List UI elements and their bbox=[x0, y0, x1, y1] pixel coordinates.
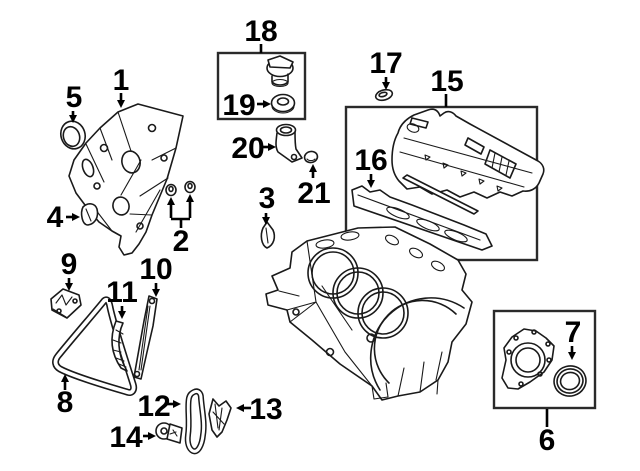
filler-neck-oring bbox=[303, 150, 319, 164]
chain-tensioner-lower bbox=[155, 422, 183, 444]
callout-label-14: 14 bbox=[109, 421, 143, 454]
oil-filler-neck bbox=[275, 123, 303, 163]
baffle-strip bbox=[402, 174, 479, 215]
callout-label-3: 3 bbox=[259, 182, 276, 215]
camshaft-seal bbox=[59, 120, 87, 150]
callout-labels: 1 2 3 4 5 6 7 8 9 10 11 12 13 14 15 16 1… bbox=[47, 15, 582, 457]
callout-label-19: 19 bbox=[222, 89, 255, 122]
callout-label-16: 16 bbox=[354, 144, 387, 177]
timing-chain bbox=[52, 296, 138, 396]
crankshaft-rear-seal bbox=[553, 365, 587, 397]
secondary-chain bbox=[184, 388, 207, 455]
valve-cover-gasket bbox=[351, 185, 493, 251]
callout-label-11: 11 bbox=[106, 276, 138, 309]
callout-label-20: 20 bbox=[231, 132, 264, 165]
chain-guide-long bbox=[133, 295, 158, 380]
callout-label-15: 15 bbox=[430, 65, 463, 98]
rear-seal-retainer bbox=[501, 328, 555, 390]
chain-guide-small bbox=[208, 398, 232, 438]
callout-leaders bbox=[61, 44, 576, 440]
callout-label-17: 17 bbox=[369, 47, 402, 80]
oil-filler-cap bbox=[266, 55, 294, 88]
timing-cover bbox=[68, 103, 184, 256]
callout-label-5: 5 bbox=[66, 81, 83, 114]
filler-cap-seal bbox=[270, 93, 296, 114]
callout-label-10: 10 bbox=[139, 253, 172, 286]
valve-cover bbox=[391, 108, 545, 199]
callout-label-1: 1 bbox=[113, 64, 130, 97]
callout-label-12: 12 bbox=[137, 390, 170, 423]
callout-label-21: 21 bbox=[297, 177, 330, 210]
oring-pair bbox=[165, 180, 196, 197]
chain-tensioner-upper bbox=[50, 288, 82, 319]
callout-label-4: 4 bbox=[47, 201, 64, 234]
callout-label-13: 13 bbox=[249, 393, 282, 426]
callout-label-8: 8 bbox=[57, 386, 74, 419]
cover-plug-left bbox=[80, 203, 99, 226]
valve-cover-seal bbox=[374, 88, 394, 102]
callout-label-2: 2 bbox=[173, 225, 190, 258]
engine-block bbox=[265, 226, 473, 401]
callout-label-7: 7 bbox=[565, 316, 582, 349]
callout-label-6: 6 bbox=[539, 424, 556, 457]
chain-guide-curved bbox=[111, 320, 128, 372]
callout-label-9: 9 bbox=[61, 248, 78, 281]
callout-label-18: 18 bbox=[244, 15, 277, 48]
leader-2-bracket bbox=[171, 217, 190, 228]
cover-plug-center bbox=[260, 221, 276, 249]
